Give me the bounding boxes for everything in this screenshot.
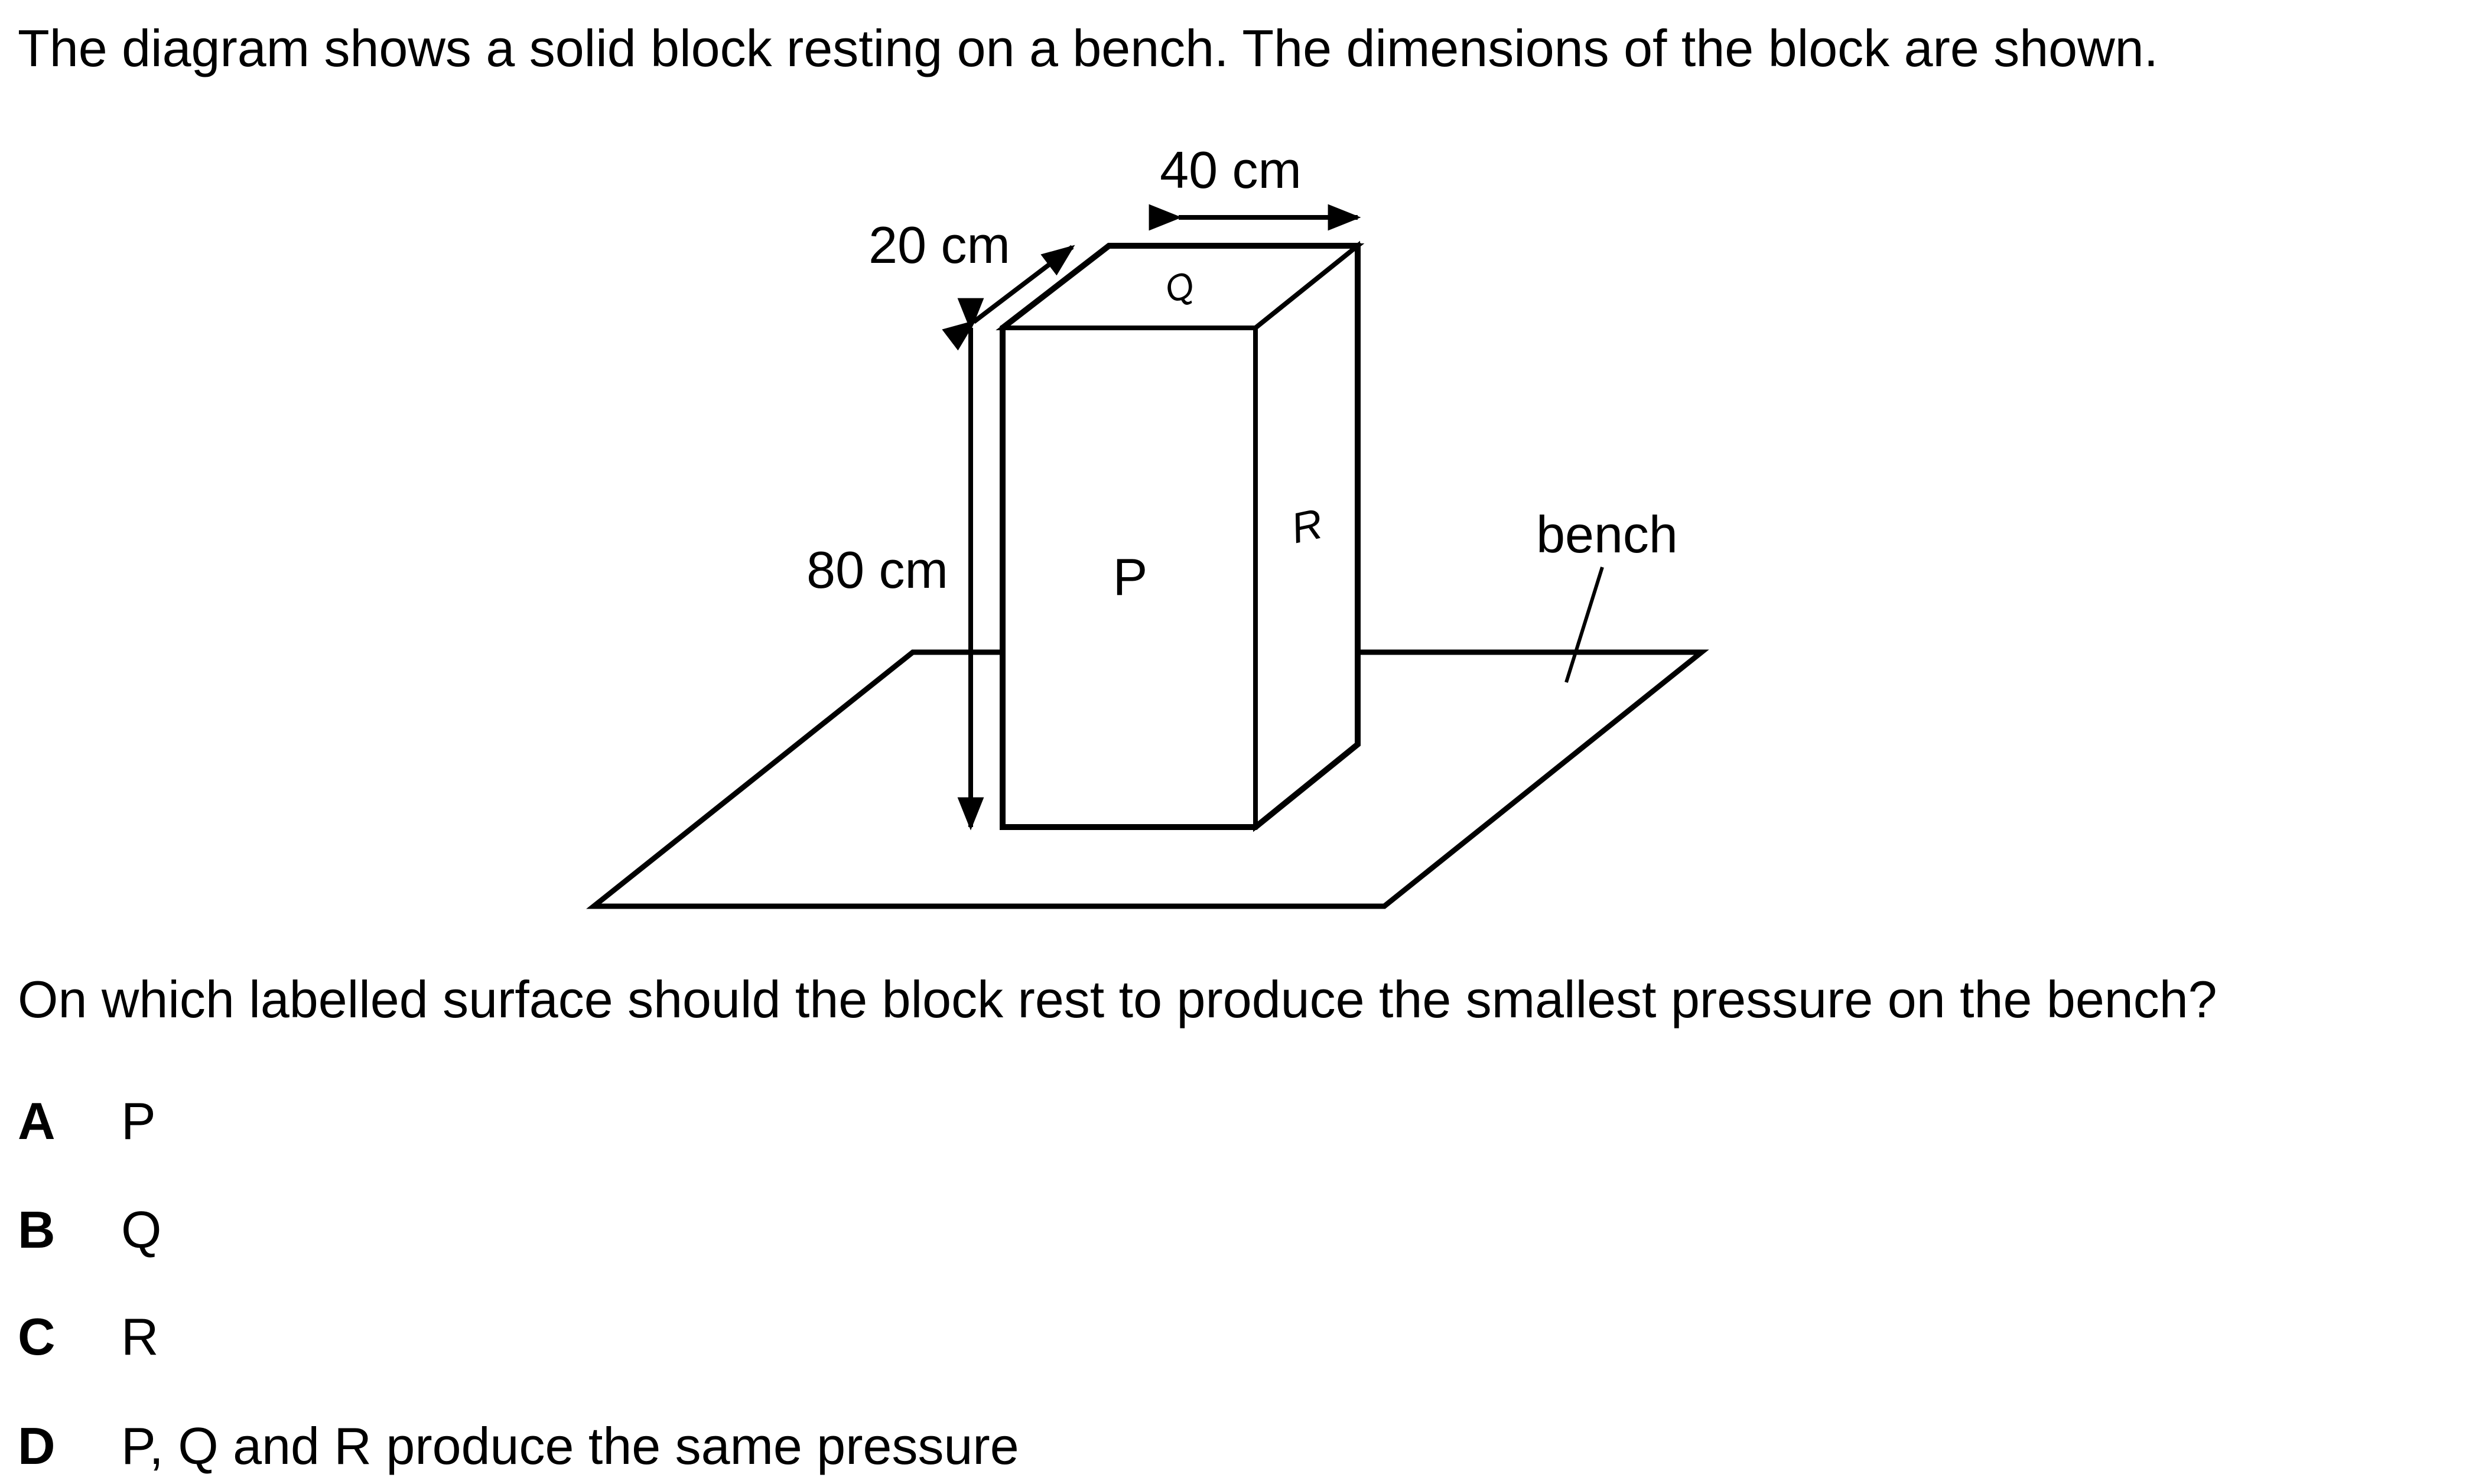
depth-dimension-label: 20 cm xyxy=(868,216,1010,274)
depth-dimension-arrow xyxy=(942,245,1075,351)
option-c-letter: C xyxy=(18,1307,56,1366)
option-a-letter: A xyxy=(18,1092,56,1150)
option-d-text: P, Q and R produce the same pressure xyxy=(121,1417,1019,1475)
option-b-text: Q xyxy=(121,1200,162,1259)
option-a-text: P xyxy=(121,1092,156,1150)
intro-text: The diagram shows a solid block resting … xyxy=(18,19,2159,77)
option-b-letter: B xyxy=(18,1200,56,1259)
question-text: On which labelled surface should the blo… xyxy=(18,970,2217,1029)
surface-p-label: P xyxy=(1113,548,1148,606)
bench-leader-line xyxy=(1564,567,1604,683)
option-d-letter: D xyxy=(18,1417,56,1475)
height-dimension-label: 80 cm xyxy=(806,541,948,599)
bench-label: bench xyxy=(1536,505,1678,564)
option-c-text: R xyxy=(121,1307,159,1366)
width-dimension-label: 40 cm xyxy=(1160,141,1302,199)
